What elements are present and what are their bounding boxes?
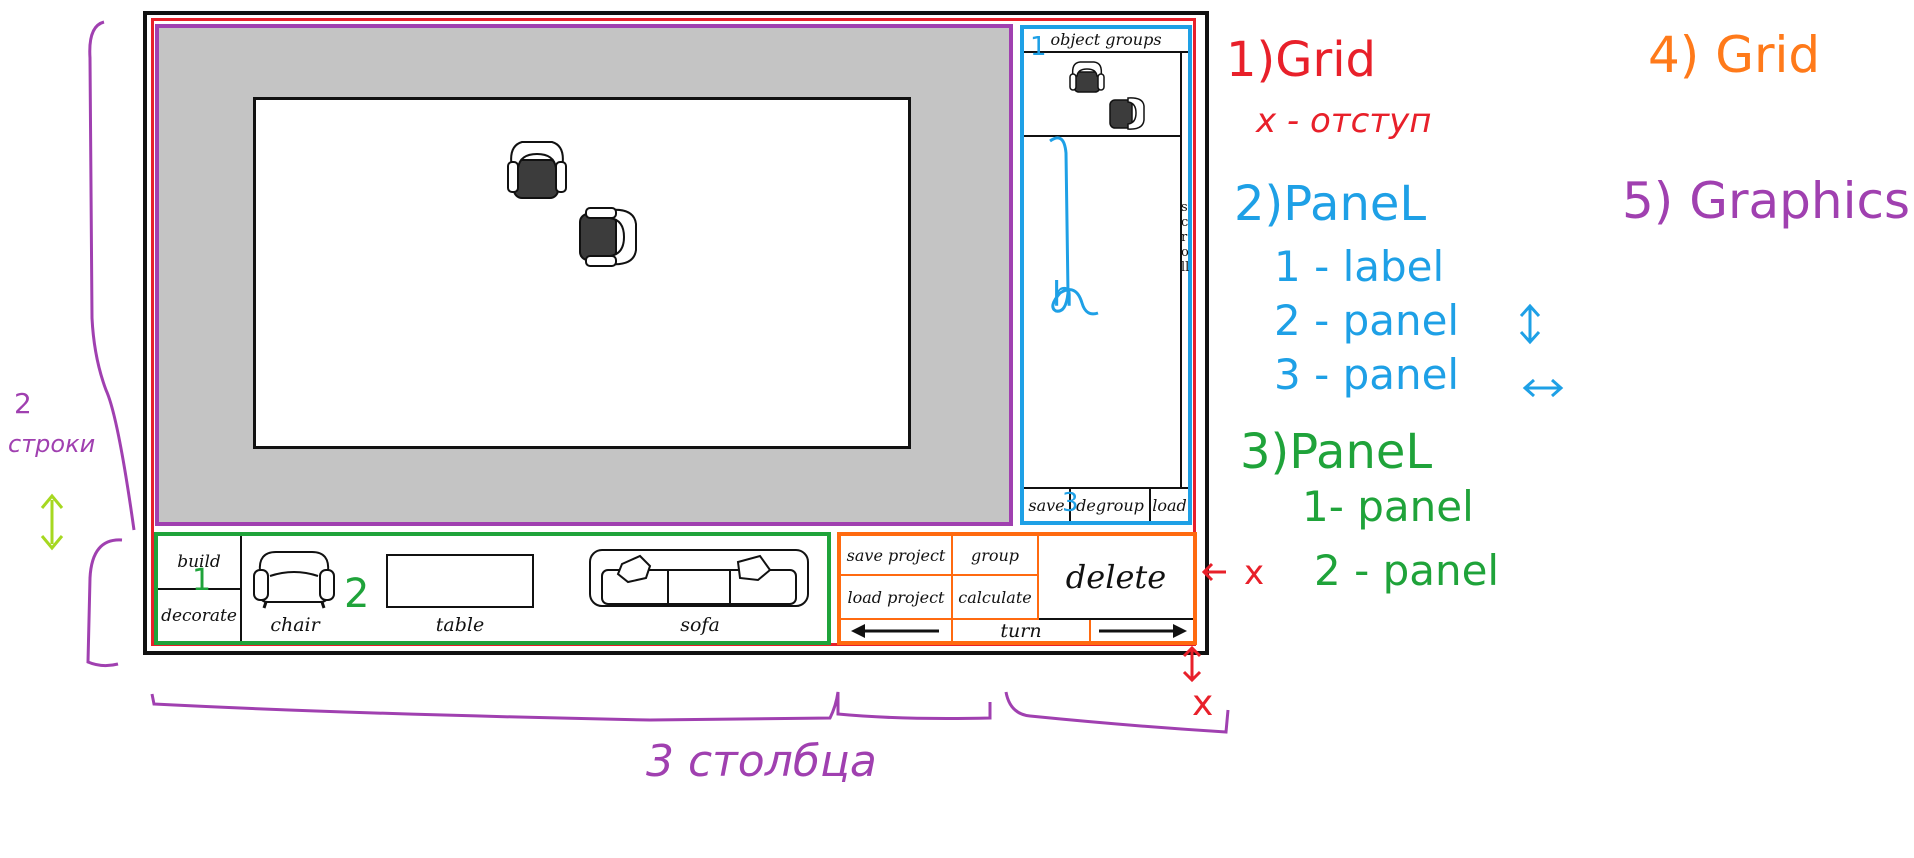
load-project-button[interactable]: load project xyxy=(841,576,953,620)
window-frame xyxy=(143,11,1209,655)
rows-arrow-icon xyxy=(40,493,64,551)
columns-text: 3 столбца xyxy=(646,736,877,787)
scroll-label: scroll xyxy=(1181,200,1190,275)
chair-label: chair xyxy=(270,614,320,636)
furniture-badge: 2 xyxy=(344,571,370,617)
room-canvas[interactable] xyxy=(253,97,911,449)
x-bottom-mark: x xyxy=(1192,683,1214,724)
calculate-button[interactable]: calculate xyxy=(953,576,1039,620)
turn-left-button[interactable] xyxy=(841,620,953,641)
x-side-mark: x xyxy=(1244,553,1265,593)
group-armchair-2-icon xyxy=(1109,97,1145,130)
furniture-panel xyxy=(154,532,831,645)
panel2-item-3: 3 - panel xyxy=(1274,350,1460,399)
object-groups-panel xyxy=(1020,25,1192,525)
action-panel xyxy=(837,532,1197,645)
panel2-item-1: 1 - label xyxy=(1274,242,1445,291)
sofa-label: sofa xyxy=(680,614,720,636)
decorate-mode-button[interactable]: decorate xyxy=(158,590,242,641)
load-group-button[interactable]: load xyxy=(1150,487,1188,521)
save-project-button[interactable]: save project xyxy=(841,536,953,576)
height-mark: h xyxy=(1052,275,1074,315)
build-mode-button[interactable]: build xyxy=(158,536,242,590)
canvas-armchair-2-icon[interactable] xyxy=(574,204,640,270)
object-groups-badge: 1 xyxy=(1030,32,1047,62)
object-groups-label: object groups xyxy=(1024,29,1188,53)
panel2-item-2: 2 - panel xyxy=(1274,296,1460,345)
rows-count: 2 xyxy=(14,387,32,420)
rows-brace xyxy=(86,20,136,668)
x-bottom-arrow-icon xyxy=(1182,645,1202,683)
group-armchair-1-icon xyxy=(1069,61,1105,93)
panel3-title: 3)PaneL xyxy=(1240,424,1433,480)
grid1-title: 1)Grid xyxy=(1226,32,1376,88)
panel3-item-2: 2 - panel xyxy=(1314,546,1500,595)
columns-brace xyxy=(150,691,1230,734)
arrow-left-icon xyxy=(851,623,939,638)
delete-button[interactable]: delete xyxy=(1039,536,1193,620)
table-icon[interactable] xyxy=(386,554,534,608)
graphics5-title: 5) Graphics xyxy=(1622,172,1911,230)
height-bracket xyxy=(1049,136,1099,316)
turn-label: turn xyxy=(953,620,1091,642)
panel2-title: 2)PaneL xyxy=(1234,176,1427,232)
sofa-icon[interactable] xyxy=(588,548,810,608)
side-buttons-badge: 3 xyxy=(1062,488,1079,518)
group-list-scrollbar[interactable] xyxy=(1180,53,1188,487)
group-preview[interactable] xyxy=(1024,53,1180,137)
group-button[interactable]: group xyxy=(953,536,1039,576)
grid4-title: 4) Grid xyxy=(1648,26,1821,84)
panel2-horizontal-arrow-icon xyxy=(1522,378,1564,398)
panel2-vertical-arrow-icon xyxy=(1519,303,1541,345)
degroup-button[interactable]: degroup xyxy=(1070,487,1150,521)
chair-icon[interactable] xyxy=(252,548,336,610)
save-group-button[interactable]: save xyxy=(1024,487,1070,521)
modes-badge: 1 xyxy=(192,563,212,598)
turn-right-button[interactable] xyxy=(1091,620,1193,641)
table-label: table xyxy=(435,614,485,636)
grid1-note: x - отступ xyxy=(1256,101,1432,141)
canvas-armchair-1-icon[interactable] xyxy=(504,138,570,204)
arrow-right-icon xyxy=(1099,623,1187,638)
x-side-arrow-icon xyxy=(1201,562,1226,582)
rows-word: строки xyxy=(8,430,96,458)
panel3-item-1: 1- panel xyxy=(1302,482,1474,531)
